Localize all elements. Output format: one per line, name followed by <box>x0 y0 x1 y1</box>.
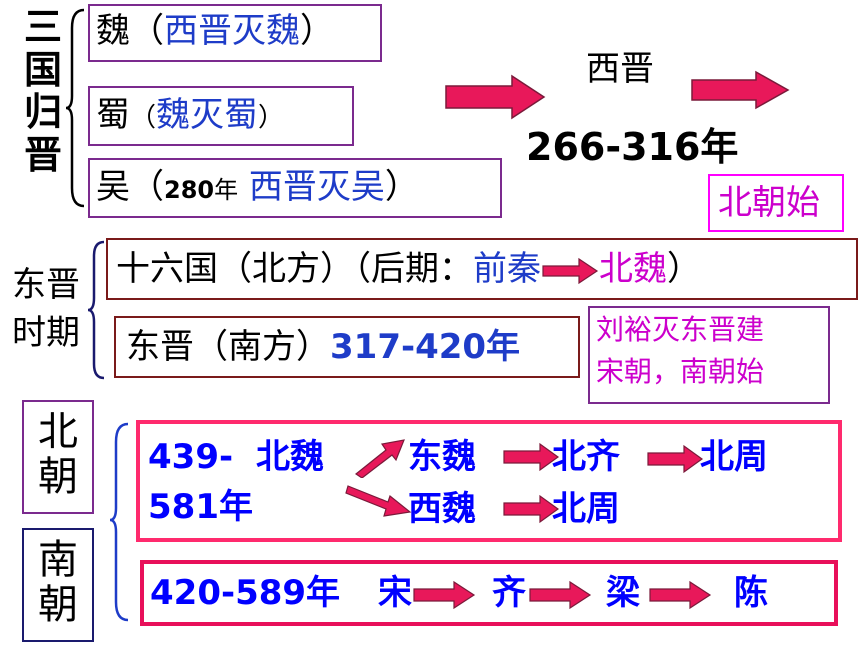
wu-box <box>88 158 502 218</box>
beichao-years-a: 439- <box>148 437 234 477</box>
wu-row: 吴（280年 西晋灭吴） <box>96 170 419 204</box>
shu-box <box>88 86 354 146</box>
nanchao-chen: 陈 <box>734 573 768 613</box>
arrow-to-dongwei <box>354 439 405 478</box>
shu-text: 魏灭蜀 <box>156 95 259 135</box>
wu-text: 西晋灭吴 <box>248 167 385 207</box>
sixteen-close: ） <box>667 249 701 289</box>
xiwei: 西魏 <box>408 489 476 529</box>
beichao-label: 北朝 <box>38 409 78 500</box>
arrow-qi-liang <box>529 580 592 610</box>
south-years: 317-420年 <box>330 327 521 367</box>
wu-name: 吴 <box>96 167 130 207</box>
beizhou-upper: 北周 <box>700 437 768 477</box>
wu-year: 280 <box>164 176 215 204</box>
wei-box <box>88 4 382 62</box>
wu-close: ） <box>384 167 419 207</box>
shu-row: 蜀（魏灭蜀） <box>96 98 284 132</box>
arrow-to-beizhou-upper <box>647 444 704 474</box>
arrow-song-qi <box>413 580 476 610</box>
dongwei: 东魏 <box>408 437 476 477</box>
wu-nian: 年 <box>214 176 239 204</box>
nanchao-liang: 梁 <box>606 573 640 613</box>
beichao-years-b: 581年 <box>148 487 253 527</box>
sixteen-arrow <box>542 257 599 284</box>
beichao-label-box <box>22 400 94 514</box>
south-row: 东晋（南方）317-420年 <box>126 330 520 364</box>
sanguo-brace <box>65 8 85 208</box>
beiqi: 北齐 <box>552 437 620 477</box>
xijin-years: 266-316年 <box>526 125 739 169</box>
arrow-to-beiqi <box>503 442 560 472</box>
beizhou-lower: 北周 <box>552 489 620 529</box>
nanchao-song: 宋 <box>378 573 412 613</box>
south-box <box>114 316 580 378</box>
south-prefix: 东晋（南方） <box>126 327 330 367</box>
beichao-start: 北朝始 <box>718 183 820 223</box>
wei-close: ） <box>300 11 334 51</box>
beichao-start: 北魏 <box>256 437 324 477</box>
nanchao-label-box <box>22 528 94 642</box>
shu-close: ） <box>258 103 285 133</box>
shu-name: 蜀 <box>96 95 130 135</box>
dongjin-label-bottom: 时期 <box>12 313 80 353</box>
xijin-title: 西晋 <box>586 49 654 89</box>
wei-row: 魏（西晋灭魏） <box>96 14 334 48</box>
sanguo-label: 三国归晋 <box>23 5 62 177</box>
dongjin-brace <box>87 240 105 380</box>
dongjin-label-top: 东晋 <box>12 265 80 305</box>
sixteen-from: 前秦 <box>473 249 541 289</box>
arrow-to-xijin <box>445 74 546 120</box>
sixteen-row: 十六国（北方）（后期：前秦 北魏） <box>116 252 701 286</box>
shu-open: （ <box>130 103 157 133</box>
arrow-liang-chen <box>649 580 712 610</box>
nanchao-label: 南朝 <box>38 537 78 628</box>
chao-brace <box>109 422 129 622</box>
nanchao-years: 420-589年 <box>150 573 341 613</box>
sixteen-box <box>106 238 858 300</box>
arrow-from-xijin <box>691 70 790 110</box>
note-box <box>588 306 830 404</box>
nanchao-box <box>140 560 838 626</box>
beichao-start-box <box>708 174 844 232</box>
note-line1: 刘裕灭东晋建 <box>596 313 765 346</box>
wei-open: （ <box>130 11 164 51</box>
arrow-to-xiwei <box>345 485 412 517</box>
nanchao-qi: 齐 <box>492 573 526 613</box>
wei-name: 魏 <box>96 11 130 51</box>
sixteen-to: 北魏 <box>599 249 667 289</box>
wei-text: 西晋灭魏 <box>164 11 300 51</box>
beichao-box <box>136 420 842 542</box>
wu-open: （ <box>130 167 164 207</box>
note-line2: 宋朝，南朝始 <box>596 355 765 388</box>
sixteen-prefix: 十六国（北方）（后期： <box>116 249 473 289</box>
arrow-to-beizhou-lower <box>503 494 560 524</box>
